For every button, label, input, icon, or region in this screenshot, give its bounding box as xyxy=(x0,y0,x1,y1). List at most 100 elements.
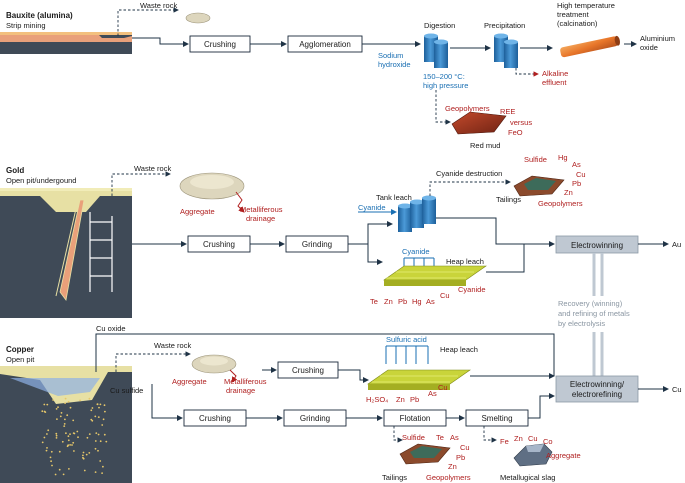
tank-leach-icon xyxy=(398,195,436,232)
sodium-hydroxide-label-1: Sodium xyxy=(378,51,403,60)
copper-heap-cu: Cu xyxy=(438,383,448,392)
red-mud-icon xyxy=(451,111,507,135)
gold-mine-illustration xyxy=(0,188,132,318)
bauxite-mining-method: Strip mining xyxy=(6,21,46,30)
gold-waste-rock-label: Waste rock xyxy=(134,164,171,173)
copper-tailings-label: Tailings xyxy=(382,473,407,482)
bauxite-waste-rock-label: Waste rock xyxy=(140,1,177,10)
gold-tailings-label: Tailings xyxy=(496,195,521,204)
gold-tailings-cu: Cu xyxy=(576,170,586,179)
copper-title: Copper xyxy=(6,345,34,354)
gold-tailings-as: As xyxy=(572,160,581,169)
copper-oxide-crushing-label: Crushing xyxy=(292,366,324,375)
precipitation-label: Precipitation xyxy=(484,21,525,30)
gold-heap-zn: Zn xyxy=(384,297,393,306)
sulfuric-acid-label: Sulfuric acid xyxy=(386,335,427,344)
copper-electrowinning-label-2: electrorefining xyxy=(572,390,622,399)
slag-zn: Zn xyxy=(514,434,523,443)
copper-waste-rock-pile-icon xyxy=(191,354,237,374)
gold-waste-rock-pile-icon xyxy=(179,172,245,200)
copper-crushing-label: Crushing xyxy=(199,414,231,423)
gold-tailings-pb: Pb xyxy=(572,179,581,188)
copper-heap-pb: Pb xyxy=(410,395,419,404)
calcination-label-3: (calcination) xyxy=(557,19,598,28)
slag-label: Metallugical slag xyxy=(500,473,555,482)
gold-tailings-sulfide: Sulfide xyxy=(524,155,547,164)
copper-aggregate-label: Aggregate xyxy=(172,377,207,386)
copper-heap-leach-label: Heap leach xyxy=(440,345,478,354)
copper-section: Copper Open pit Cu oxide Cu sulfide Wast… xyxy=(0,324,682,483)
red-mud-versus: versus xyxy=(510,118,532,127)
aluminium-oxide-label-1: Aluminium xyxy=(640,34,675,43)
red-mud-ree: REE xyxy=(500,107,515,116)
copper-tailings-as: As xyxy=(450,433,459,442)
gold-heap-as: As xyxy=(426,297,435,306)
gold-mining-method: Open pit/undergound xyxy=(6,176,76,185)
copper-mining-method: Open pit xyxy=(6,355,35,364)
recovery-connector: Recovery (winning) and refining of metal… xyxy=(556,253,642,376)
red-mud-feo: FeO xyxy=(508,128,523,137)
digestion-label: Digestion xyxy=(424,21,455,30)
agglomeration-label: Agglomeration xyxy=(299,40,351,49)
gold-tailings-hg: Hg xyxy=(558,153,568,162)
copper-grinding-label: Grinding xyxy=(300,414,330,423)
gold-heap-leach-icon xyxy=(383,265,487,286)
gold-tailings-icon xyxy=(513,175,565,197)
slag-aggregate: Aggregate xyxy=(546,451,581,460)
flotation-label: Flotation xyxy=(400,414,431,423)
copper-heap-h2so4: H₂SO₄ xyxy=(366,395,388,404)
slag-cu: Cu xyxy=(528,434,538,443)
copper-tailings-icon xyxy=(399,443,451,465)
copper-tailings-zn: Zn xyxy=(448,462,457,471)
red-mud-geopolymers: Geopolymers xyxy=(445,104,490,113)
gold-drainage-label-2: drainage xyxy=(246,214,275,223)
gold-heap-hg: Hg xyxy=(412,297,422,306)
digestion-conditions-1: 150–200 °C: xyxy=(423,72,465,81)
strip-mine-illustration xyxy=(0,32,132,54)
metallurgical-slag-icon xyxy=(513,443,553,467)
gold-crushing-label: Crushing xyxy=(203,240,235,249)
copper-tailings-geopolymers: Geopolymers xyxy=(426,473,471,482)
tank-cyanide-label: Cyanide xyxy=(358,203,386,212)
gold-tailings-geopolymers: Geopolymers xyxy=(538,199,583,208)
calcination-kiln-icon xyxy=(560,35,621,58)
tank-leach-label: Tank leach xyxy=(376,193,412,202)
copper-drainage-label-1: Metalliferous xyxy=(224,377,267,386)
recovery-note-1: Recovery (winning) xyxy=(558,299,623,308)
gold-heap-pb: Pb xyxy=(398,297,407,306)
copper-tailings-cu: Cu xyxy=(460,443,470,452)
alkaline-effluent-2: effluent xyxy=(542,78,567,87)
bauxite-section: Bauxite (alumina) Strip mining Waste roc… xyxy=(0,1,675,150)
bauxite-title: Bauxite (alumina) xyxy=(6,11,73,20)
copper-waste-rock-label: Waste rock xyxy=(154,341,191,350)
slag-co: Co xyxy=(543,437,553,446)
alkaline-effluent-1: Alkaline xyxy=(542,69,568,78)
digestion-conditions-2: high pressure xyxy=(423,81,468,90)
bauxite-crushing-label: Crushing xyxy=(204,40,236,49)
digestion-tanks-icon xyxy=(424,33,448,68)
copper-heap-zn: Zn xyxy=(396,395,405,404)
gold-heap-cyanide: Cyanide xyxy=(458,285,486,294)
waste-rock-pile-icon xyxy=(185,12,211,24)
cu-oxide-label: Cu oxide xyxy=(96,324,126,333)
gold-grinding-label: Grinding xyxy=(302,240,332,249)
precipitation-tanks-icon xyxy=(494,33,518,68)
sodium-hydroxide-label-2: hydroxide xyxy=(378,60,411,69)
copper-heap-leach-icon xyxy=(367,369,471,390)
red-mud-label: Red mud xyxy=(470,141,500,150)
copper-heap-as: As xyxy=(428,389,437,398)
gold-aggregate-label: Aggregate xyxy=(180,207,215,216)
aluminium-oxide-label-2: oxide xyxy=(640,43,658,52)
gold-heap-leach-label: Heap leach xyxy=(446,257,484,266)
copper-tailings-te: Te xyxy=(436,433,444,442)
copper-open-pit-illustration xyxy=(0,366,132,483)
copper-drainage-label-2: drainage xyxy=(226,386,255,395)
gold-drainage-label-1: Metalliferous xyxy=(240,205,283,214)
smelting-label: Smelting xyxy=(481,414,512,423)
recovery-note-3: by electrolysis xyxy=(558,319,605,328)
calcination-label-2: treatment xyxy=(557,10,590,19)
slag-fe: Fe xyxy=(500,437,509,446)
recovery-note-2: and refining of metals xyxy=(558,309,630,318)
gold-title: Gold xyxy=(6,166,24,175)
